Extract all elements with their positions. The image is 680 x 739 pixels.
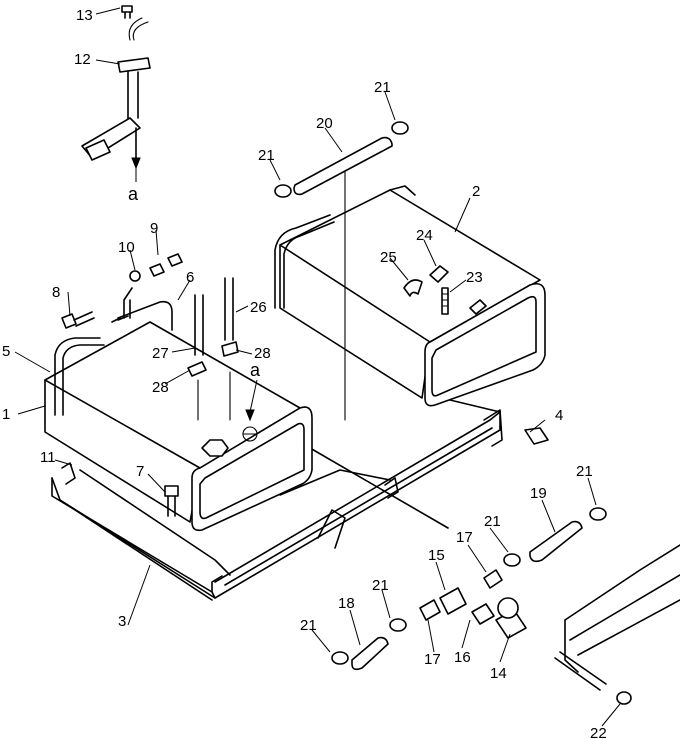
small-hardware-left [61,253,183,517]
callout-12: 12 [74,51,91,68]
callout-7: 7 [136,463,144,480]
callout-3: 3 [118,613,126,630]
callout-1: 1 [2,406,10,423]
callout-15: 15 [428,547,445,564]
callout-28-right: 28 [254,345,271,362]
callout-leaders [14,7,621,727]
callout-5: 5 [2,343,10,360]
callout-9: 9 [150,220,158,237]
callout-26: 26 [250,299,267,316]
callout-6: 6 [186,269,194,286]
detail-mark-a-sender: a [128,184,139,204]
callout-21-f: 21 [300,617,317,634]
left-fuel-tank [44,300,313,532]
callout-2: 2 [472,183,480,200]
callout-21-c: 21 [484,513,501,530]
callout-21-d: 21 [576,463,593,480]
callout-10: 10 [118,239,135,256]
callout-18: 18 [338,595,355,612]
callout-17-lower: 17 [424,651,441,668]
callout-labels: 1 2 3 4 5 6 7 8 9 10 11 12 13 14 15 16 1… [2,7,607,739]
callout-14: 14 [490,665,507,682]
callout-27: 27 [152,345,169,362]
callout-16: 16 [454,649,471,666]
callout-21-b: 21 [374,79,391,96]
callout-28-left: 28 [152,379,169,396]
fuel-level-sender [81,5,151,170]
callout-25: 25 [380,249,397,266]
callout-13: 13 [76,7,93,24]
callout-20: 20 [316,115,333,132]
callout-24: 24 [416,227,433,244]
callout-4: 4 [555,407,563,424]
callout-11: 11 [40,449,56,466]
callout-19: 19 [530,485,547,502]
tank-connecting-pipes [187,169,346,421]
detail-mark-a-tank: a [250,360,261,380]
callout-8: 8 [52,284,60,301]
callout-22: 22 [590,725,607,739]
base-frame [51,399,503,601]
callout-17-upper: 17 [456,529,473,546]
right-fuel-tank [274,185,546,407]
callout-21-e: 21 [372,577,389,594]
callout-23: 23 [466,269,483,286]
piping-assembly [274,121,680,705]
callout-21-a: 21 [258,147,275,164]
